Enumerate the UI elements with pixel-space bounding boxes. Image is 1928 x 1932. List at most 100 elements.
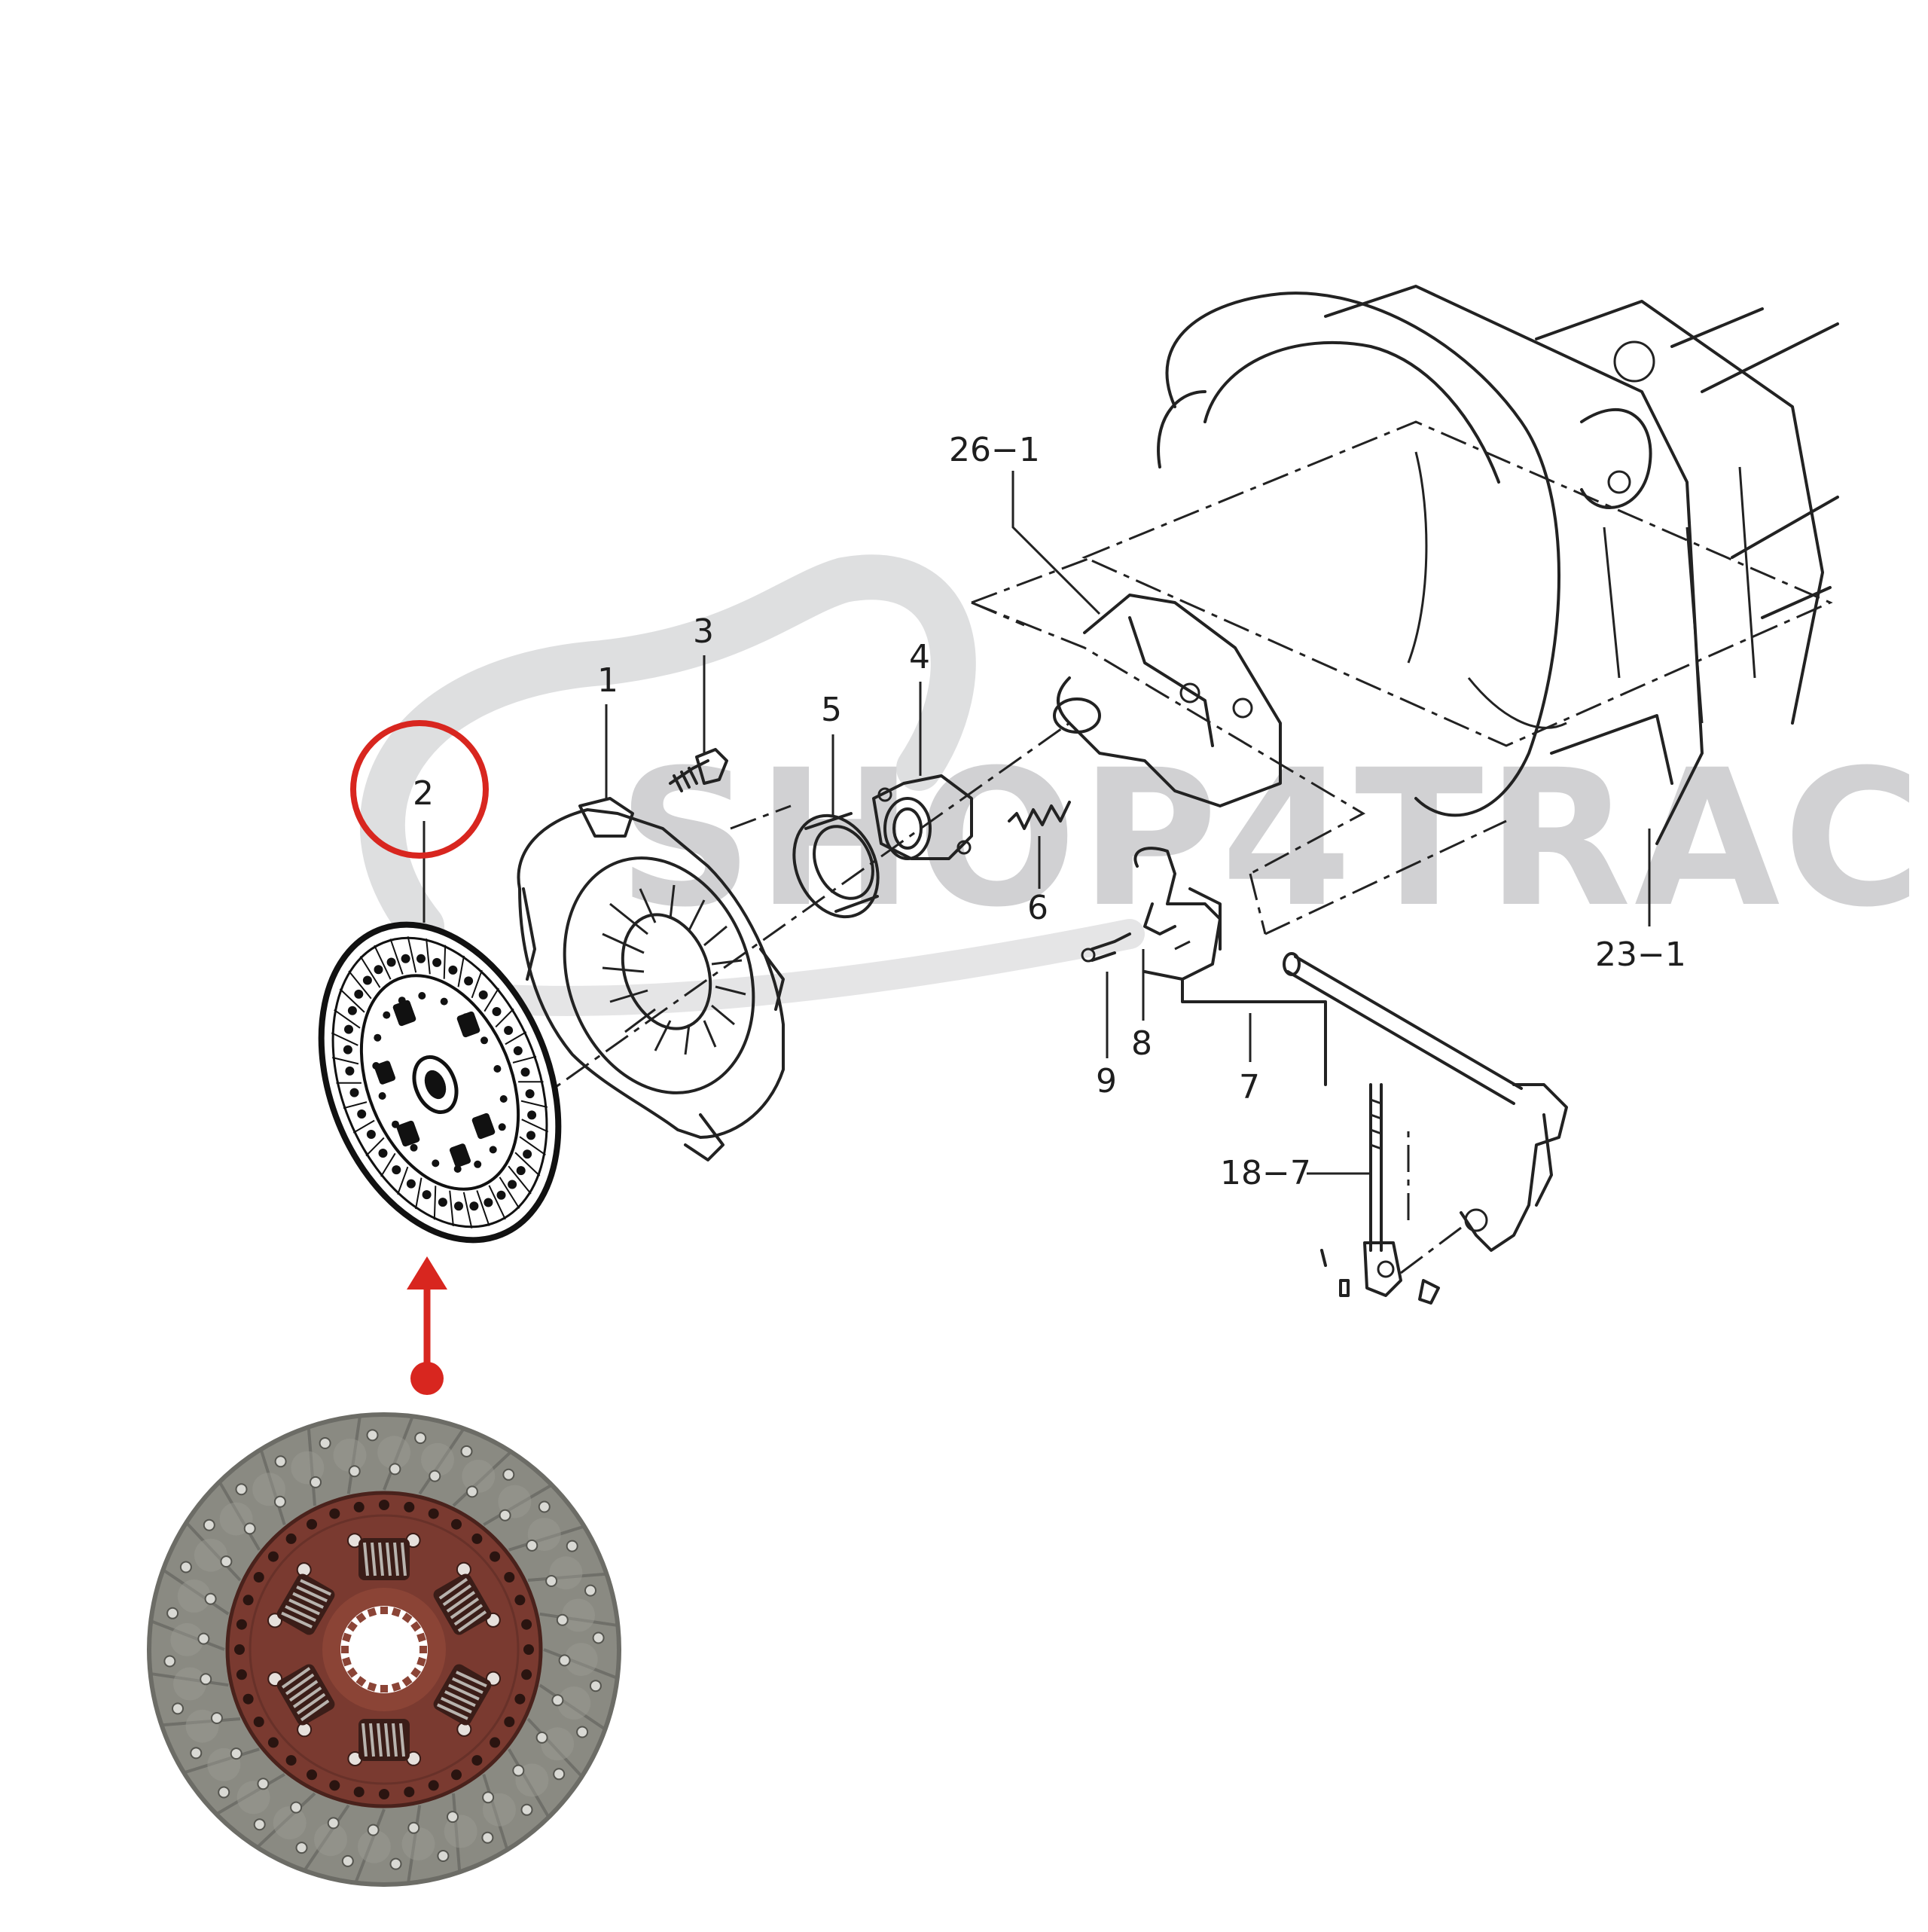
- rivet: [471, 1755, 482, 1766]
- rivet: [451, 1769, 462, 1780]
- rivet: [479, 990, 488, 1000]
- rivet: [286, 1534, 297, 1544]
- rivet: [374, 1034, 381, 1042]
- rivet: [508, 1180, 517, 1189]
- rivet: [343, 1856, 353, 1866]
- rivet: [522, 1805, 532, 1815]
- rivet: [243, 1694, 254, 1705]
- rivet: [523, 1149, 532, 1158]
- rivet: [368, 1825, 379, 1836]
- rivet: [546, 1576, 557, 1586]
- rivet: [389, 1463, 400, 1474]
- rivet: [243, 1595, 254, 1605]
- rivet: [483, 1792, 493, 1802]
- damper-spring: [358, 1719, 410, 1761]
- rivet: [368, 1430, 378, 1440]
- rivet: [212, 1713, 222, 1723]
- rivet: [387, 958, 396, 967]
- rivet: [537, 1732, 548, 1743]
- rivet: [521, 1067, 530, 1076]
- rivet: [490, 1146, 497, 1153]
- callout-7: 7: [1239, 1068, 1260, 1106]
- rivet: [480, 1036, 488, 1044]
- rivet: [567, 1541, 578, 1552]
- clutch-disc-photo: [149, 1415, 619, 1885]
- lining-texture: [334, 1439, 367, 1472]
- rivet: [234, 1644, 245, 1655]
- rivet: [231, 1748, 242, 1759]
- lining-texture: [402, 1827, 435, 1860]
- rivet: [504, 1572, 514, 1583]
- rivet: [429, 1471, 440, 1482]
- lining-texture: [462, 1460, 495, 1493]
- rivet: [218, 1787, 229, 1798]
- rivet: [236, 1669, 247, 1680]
- rivet: [441, 998, 448, 1006]
- rivet: [527, 1110, 536, 1119]
- rivet: [344, 1025, 353, 1034]
- rivet: [482, 1833, 493, 1843]
- rivet: [415, 1433, 426, 1443]
- rivet: [291, 1802, 301, 1813]
- rivet: [275, 1497, 285, 1507]
- callout-3: 3: [693, 612, 714, 651]
- rivet: [164, 1656, 175, 1667]
- rivet: [345, 1067, 354, 1076]
- rivet: [374, 965, 383, 974]
- rivet: [329, 1509, 340, 1519]
- rivet: [423, 1190, 432, 1199]
- rivet: [429, 1780, 439, 1790]
- rivet: [350, 1088, 359, 1097]
- rivet: [500, 1510, 511, 1521]
- rivet: [276, 1456, 286, 1467]
- rivet: [410, 1144, 418, 1152]
- lining-texture: [273, 1806, 307, 1839]
- rivet: [307, 1769, 317, 1780]
- rivet: [469, 1201, 478, 1210]
- rivet: [191, 1747, 201, 1758]
- highlight-arrow-dot: [410, 1362, 444, 1395]
- rivet: [404, 1502, 414, 1512]
- rivet: [367, 1130, 376, 1139]
- spline-tooth: [380, 1607, 388, 1614]
- rivet: [514, 1046, 523, 1055]
- rivet: [379, 1092, 386, 1100]
- callout-5: 5: [821, 691, 842, 729]
- rivet: [464, 976, 473, 985]
- rivet: [590, 1680, 601, 1691]
- lining-texture: [194, 1539, 227, 1572]
- rivet: [354, 1787, 365, 1797]
- callout-2: 2: [413, 774, 434, 813]
- rivet: [500, 1095, 508, 1103]
- callout-26-1: 26−1: [949, 431, 1040, 469]
- rivet: [200, 1674, 211, 1684]
- rivet: [497, 1191, 506, 1200]
- rivet: [447, 1811, 458, 1822]
- rivet: [503, 1470, 514, 1480]
- rivet: [490, 1552, 500, 1562]
- rivet: [499, 1123, 506, 1131]
- rivet: [517, 1166, 526, 1175]
- spline-tooth: [380, 1685, 388, 1692]
- lining-texture: [173, 1668, 206, 1701]
- rivet: [416, 954, 426, 963]
- rivet: [490, 1737, 500, 1747]
- spline-tooth: [341, 1646, 349, 1653]
- rivet: [560, 1655, 570, 1665]
- rivet: [513, 1766, 523, 1776]
- highlight-arrow-head: [407, 1256, 447, 1290]
- rivet: [432, 958, 441, 967]
- callout-23-1: 23−1: [1595, 935, 1686, 974]
- damper-spring: [358, 1538, 410, 1580]
- rivet: [407, 1180, 416, 1189]
- watermark-text: SHOP4TRAC: [618, 729, 1924, 948]
- rivet: [258, 1778, 268, 1789]
- rivet: [245, 1523, 255, 1534]
- rivet: [493, 1065, 501, 1073]
- watermark: SHOP4TRAC: [362, 577, 1924, 1001]
- rivet: [357, 1109, 366, 1119]
- rivet: [349, 1466, 360, 1476]
- rivet: [593, 1633, 604, 1644]
- rivet: [474, 1161, 481, 1168]
